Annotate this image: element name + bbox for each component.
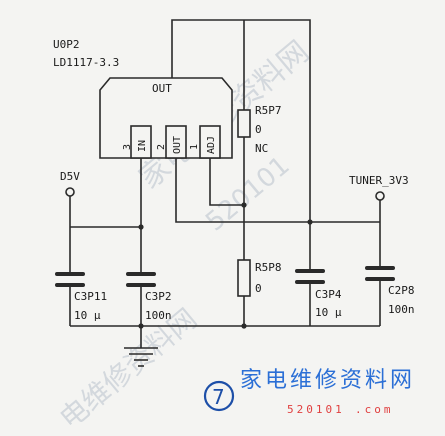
regulator-u0p2: OUT IN OUT ADJ 3 2 1 (99, 77, 233, 159)
pin-num-2: 2 (156, 144, 167, 150)
pin-name-out: OUT (172, 136, 183, 154)
r5p7-value: 0 (255, 123, 262, 136)
net-label-d5v: D5V (60, 170, 80, 183)
junction-ground-r5p8 (241, 323, 247, 329)
c2p8-ref: C2P8 (388, 284, 415, 297)
wire-top-loop (171, 19, 311, 222)
resistor-r5p8-body (237, 259, 251, 297)
resistor-r5p8 (237, 259, 251, 297)
c3p4-ref: C3P4 (315, 288, 342, 301)
capacitor-c3p2 (126, 272, 156, 287)
c3p11-ref: C3P11 (74, 290, 107, 303)
brand-digits: 520101 (287, 403, 345, 416)
brand-logo-ring (203, 380, 235, 412)
pin-name-adj: ADJ (206, 136, 217, 154)
brand-suffix: .com (355, 403, 394, 416)
r5p8-ref: R5P8 (255, 261, 282, 274)
junctions (138, 202, 313, 329)
brand-logo-icon: 7 (203, 380, 235, 412)
r5p7-note: NC (255, 142, 268, 155)
resistor-r5p7 (237, 109, 251, 138)
brand-logo-glyph: 7 (212, 385, 225, 409)
brand-text: 家电维修资料网 (240, 368, 415, 393)
junction-adj (241, 202, 247, 208)
junction-input (138, 224, 144, 230)
watermark-diagonal-bottom: 电维修资料网 (53, 302, 203, 435)
junction-output (307, 219, 313, 225)
capacitor-c3p11 (55, 272, 85, 287)
watermark-diagonal-digits: 520101 (200, 151, 295, 238)
pin-name-in: IN (137, 140, 148, 152)
c3p11-value: 10 µ (74, 309, 101, 322)
net-label-tuner: TUNER_3V3 (349, 174, 409, 187)
c3p2-value: 100n (145, 309, 172, 322)
junction-ground-main (138, 323, 144, 329)
wire-adj (209, 158, 244, 206)
ground-icon (124, 347, 158, 367)
regulator-out-label: OUT (152, 82, 172, 95)
regulator-part: LD1117-3.3 (53, 56, 119, 69)
tuner-terminal-icon (375, 191, 385, 201)
c3p2-ref: C3P2 (145, 290, 172, 303)
r5p7-ref: R5P7 (255, 104, 282, 117)
d5v-terminal-icon (65, 187, 75, 197)
pin-num-3: 3 (122, 144, 133, 150)
resistor-r5p7-body (237, 109, 251, 138)
wires (69, 19, 381, 348)
r5p8-value: 0 (255, 282, 262, 295)
capacitor-c3p4 (295, 269, 325, 284)
capacitor-c2p8 (365, 266, 395, 281)
c3p4-value: 10 µ (315, 306, 342, 319)
pin-num-1: 1 (189, 144, 200, 150)
regulator-ref: U0P2 (53, 38, 80, 51)
c2p8-value: 100n (388, 303, 415, 316)
